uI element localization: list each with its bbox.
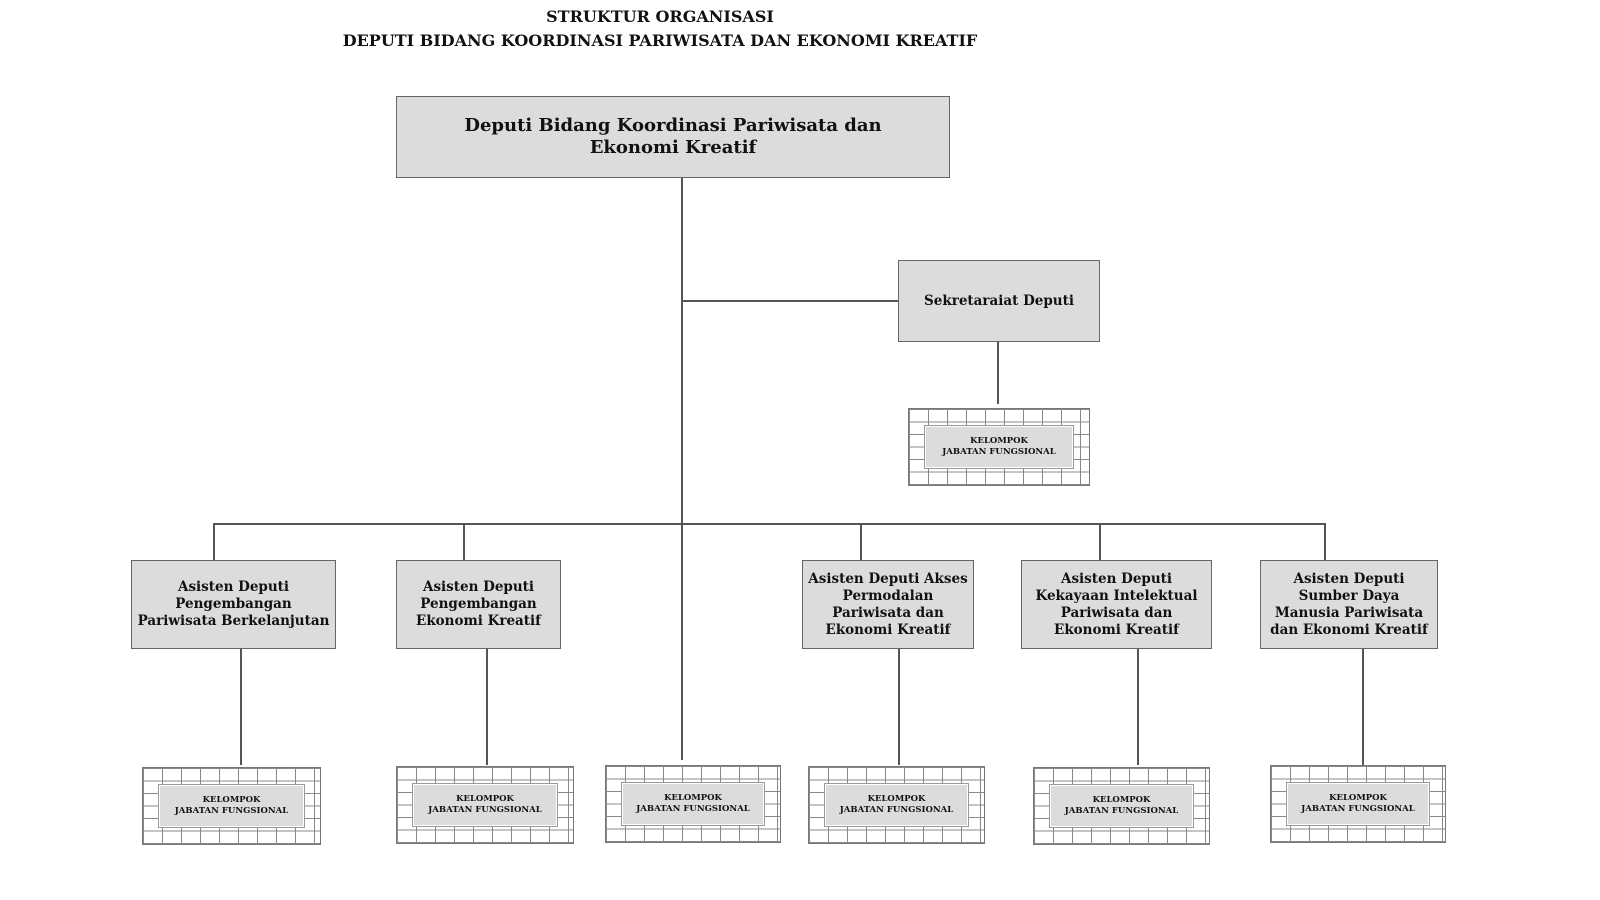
kjf-label: KELOMPOK xyxy=(1329,793,1387,803)
connector xyxy=(213,523,215,560)
kjf-label: JABATAN FUNGSIONAL xyxy=(1064,806,1179,816)
secretariat-down-line xyxy=(997,342,999,404)
kjf-label: JABATAN FUNGSIONAL xyxy=(1301,804,1415,814)
connector xyxy=(1099,523,1101,560)
assistant-box: Asisten Deputi Sumber Daya Manusia Pariw… xyxy=(1260,560,1438,649)
assistant-bus-line xyxy=(213,523,1325,525)
deputy-head-box: Deputi Bidang Koordinasi Pariwisata dan … xyxy=(396,96,950,178)
connector xyxy=(463,523,465,560)
connector xyxy=(486,649,488,765)
kjf-label: JABATAN FUNGSIONAL xyxy=(942,447,1056,457)
kjf-label: KELOMPOK xyxy=(867,794,926,804)
kjf-label: JABATAN FUNGSIONAL xyxy=(839,805,954,815)
secretariat-branch xyxy=(681,300,898,302)
connector xyxy=(240,649,242,765)
assistant-box: Asisten Deputi Pengembangan Pariwisata B… xyxy=(131,560,336,649)
assistant-box: Asisten Deputi Pengembangan Ekonomi Krea… xyxy=(396,560,561,649)
kjf-label: JABATAN FUNGSIONAL xyxy=(636,804,750,814)
connector xyxy=(1362,649,1364,765)
kjf-label: KELOMPOK xyxy=(202,795,261,805)
assistant-box: Asisten Deputi Akses Permodalan Pariwisa… xyxy=(802,560,974,649)
secretariat-box: Sekretaraiat Deputi xyxy=(898,260,1100,342)
kjf-label: KELOMPOK xyxy=(970,436,1028,446)
kjf-label: JABATAN FUNGSIONAL xyxy=(428,805,542,815)
connector xyxy=(898,649,900,765)
kjf-label: KELOMPOK xyxy=(456,794,514,804)
connector xyxy=(1324,523,1326,560)
connector xyxy=(1137,649,1139,765)
kjf-label: JABATAN FUNGSIONAL xyxy=(174,806,289,816)
assistant-box: Asisten Deputi Kekayaan Intelektual Pari… xyxy=(1021,560,1212,649)
trunk-line xyxy=(681,178,683,760)
chart-title: STRUKTUR ORGANISASI xyxy=(546,7,774,26)
kjf-label: KELOMPOK xyxy=(1092,795,1151,805)
kjf-label: KELOMPOK xyxy=(664,793,722,803)
chart-subtitle: DEPUTI BIDANG KOORDINASI PARIWISATA DAN … xyxy=(342,31,978,50)
connector xyxy=(860,523,862,560)
